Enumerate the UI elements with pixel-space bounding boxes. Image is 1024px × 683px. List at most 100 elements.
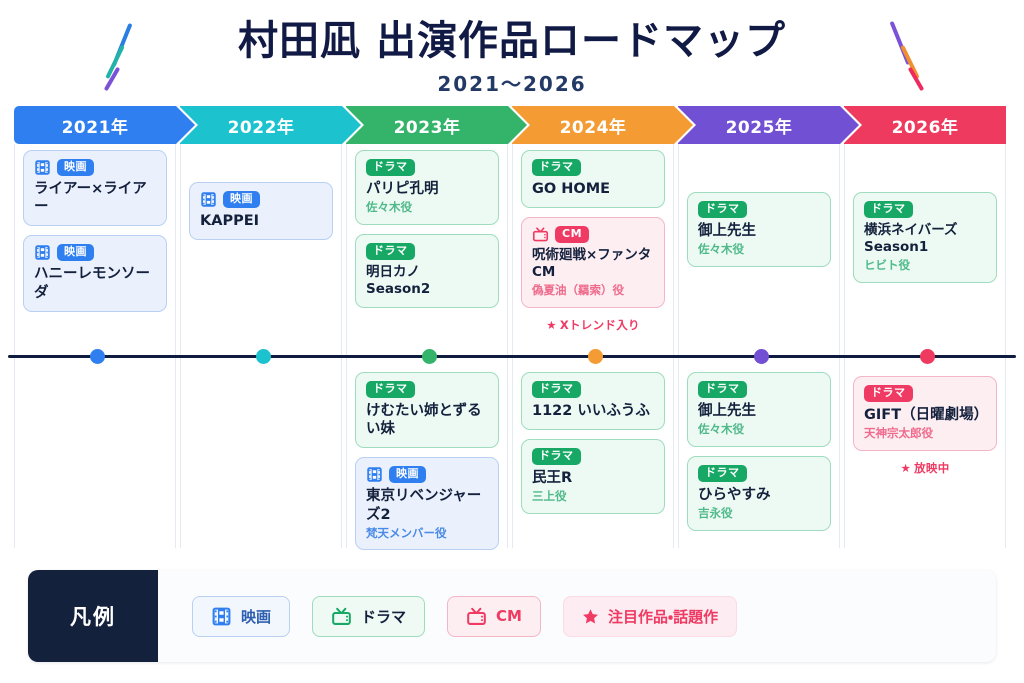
card-type-badge: ドラマ — [532, 159, 581, 177]
card-type-badge: 映画 — [223, 191, 260, 209]
work-card[interactable]: ドラマ GIFT（日曜劇場） 天神宗太郎役 — [853, 376, 997, 452]
year-header-2022[interactable]: 2022年 — [179, 106, 361, 144]
card-type-badge: ドラマ — [698, 381, 747, 399]
timeline-axis — [8, 355, 1016, 358]
card-badge-row: ドラマ — [532, 448, 654, 466]
column-above-axis: 映画 KAPPEI — [189, 182, 333, 249]
timeline-dot-2021 — [89, 349, 105, 364]
card-badge-row: ドラマ — [366, 243, 488, 261]
year-header-2025[interactable]: 2025年 — [677, 106, 859, 144]
card-type-badge: ドラマ — [532, 448, 581, 466]
header: 村田凪 出演作品ロードマップ 2021〜2026 — [0, 6, 1024, 102]
work-card[interactable]: ドラマ明日カノ Season2 — [355, 234, 499, 308]
card-role: 偽夏油（羂索）役 — [532, 283, 624, 298]
card-type-badge: ドラマ — [864, 201, 913, 219]
card-title: 1122 いいふうふ — [532, 403, 650, 420]
card-type-badge: ドラマ — [366, 159, 415, 177]
work-card[interactable]: ドラマ 1122 いいふうふ — [521, 372, 665, 431]
card-badge-row: ドラマ — [864, 385, 986, 403]
year-label: 2022年 — [227, 117, 295, 138]
work-card[interactable]: ドラマけむたい姉とずるい妹 — [355, 372, 499, 449]
work-card[interactable]: CM 呪術廻戦×ファンタCM 偽夏油（羂索）役 — [521, 217, 665, 308]
legend-chip-cm[interactable]: CM — [447, 595, 541, 637]
year-header-2023[interactable]: 2023年 — [345, 106, 527, 144]
card-badge-row: ドラマ — [698, 465, 820, 483]
film-icon — [200, 191, 217, 208]
card-type-badge: 映画 — [57, 244, 94, 262]
timeline-dot-2023 — [421, 349, 437, 364]
card-title: 呪術廻戦×ファンタCM — [532, 247, 652, 281]
card-badge-row: ドラマ — [366, 381, 488, 399]
star-icon: ★ — [900, 461, 912, 476]
work-card[interactable]: ドラマ御上先生佐々木役 — [687, 372, 831, 448]
card-title: パリピ孔明 — [366, 181, 439, 198]
card-type-badge: ドラマ — [366, 381, 415, 399]
card-role: 佐々木役 — [366, 200, 412, 215]
card-title: 東京リベンジャーズ2 — [366, 488, 482, 523]
card-badge-row: ドラマ — [864, 201, 986, 219]
card-badge-row: ドラマ — [532, 159, 654, 177]
tv-icon — [331, 606, 352, 627]
card-badge-row: CM — [532, 226, 654, 244]
column-above-axis: ドラマパリピ孔明佐々木役ドラマ明日カノ Season2 — [355, 150, 499, 317]
card-title: KAPPEI — [200, 213, 260, 230]
star-icon: ★ — [546, 317, 557, 332]
year-label: 2021年 — [61, 117, 129, 138]
card-title: けむたい姉とずるい妹 — [366, 403, 482, 438]
timeline-dot-2024 — [587, 349, 603, 364]
legend: 凡例 映画ドラマ CM 注目作品・話題作 — [28, 570, 996, 662]
ribbon-arrow — [674, 106, 693, 144]
card-title: ひらやすみ — [698, 487, 771, 504]
year-column-2021: 映画ライアー×ライアー映画ハニーレモンソーダ — [14, 144, 176, 548]
work-card[interactable]: 映画 KAPPEI — [189, 182, 333, 241]
tv-icon — [532, 226, 549, 243]
card-role: 天神宗太郎役 — [864, 426, 933, 441]
work-card[interactable]: 映画ハニーレモンソーダ — [23, 235, 167, 312]
card-type-badge: 映画 — [389, 466, 426, 484]
card-title: 明日カノ Season2 — [366, 264, 431, 297]
work-card[interactable]: 映画東京リベンジャーズ2 梵天メンバー役 — [355, 457, 499, 551]
film-icon — [34, 244, 51, 261]
card-title: GIFT（日曜劇場） — [864, 407, 989, 424]
card-role: 梵天メンバー役 — [366, 525, 447, 540]
legend-chip-drama[interactable]: ドラマ — [312, 595, 426, 637]
legend-title: 凡例 — [28, 570, 158, 662]
year-label: 2026年 — [891, 117, 959, 138]
card-type-badge: ドラマ — [864, 385, 913, 403]
card-badge-row: ドラマ — [698, 201, 820, 219]
work-card[interactable]: 映画ライアー×ライアー — [23, 150, 167, 227]
legend-chip-label: CM — [496, 607, 522, 625]
year-label: 2023年 — [393, 117, 461, 138]
page-title: 村田凪 出演作品ロードマップ — [238, 18, 786, 64]
card-title: 御上先生 — [698, 223, 756, 240]
work-card[interactable]: ドラマ御上先生佐々木役 — [687, 192, 831, 268]
card-title: 御上先生 — [698, 403, 756, 420]
year-column-2022: 映画 KAPPEI — [180, 144, 342, 548]
ribbon-arrow — [840, 106, 859, 144]
legend-chip-star[interactable]: 注目作品・話題作 — [562, 595, 738, 637]
year-header-2024[interactable]: 2024年 — [511, 106, 693, 144]
card-type-badge: ドラマ — [532, 381, 581, 399]
legend-chip-movie[interactable]: 映画 — [192, 595, 291, 637]
work-card[interactable]: ドラマパリピ孔明佐々木役 — [355, 150, 499, 226]
card-type-badge: ドラマ — [698, 201, 747, 219]
card-role: ヒビト役 — [864, 257, 910, 272]
legend-items: 映画ドラマ CM 注目作品・話題作 — [158, 595, 738, 637]
card-type-badge: ドラマ — [698, 465, 747, 483]
year-header-2026[interactable]: 2026年 — [843, 106, 1006, 144]
column-below-axis: ドラマけむたい姉とずるい妹映画東京リベンジャーズ2 梵天メンバー役 — [355, 372, 499, 559]
card-role: 三上役 — [532, 489, 567, 504]
card-badge-row: 映画 — [366, 466, 488, 484]
card-badge-row: 映画 — [200, 191, 322, 209]
work-card[interactable]: ドラマひらやすみ吉永役 — [687, 456, 831, 532]
year-header-2021[interactable]: 2021年 — [14, 106, 195, 144]
